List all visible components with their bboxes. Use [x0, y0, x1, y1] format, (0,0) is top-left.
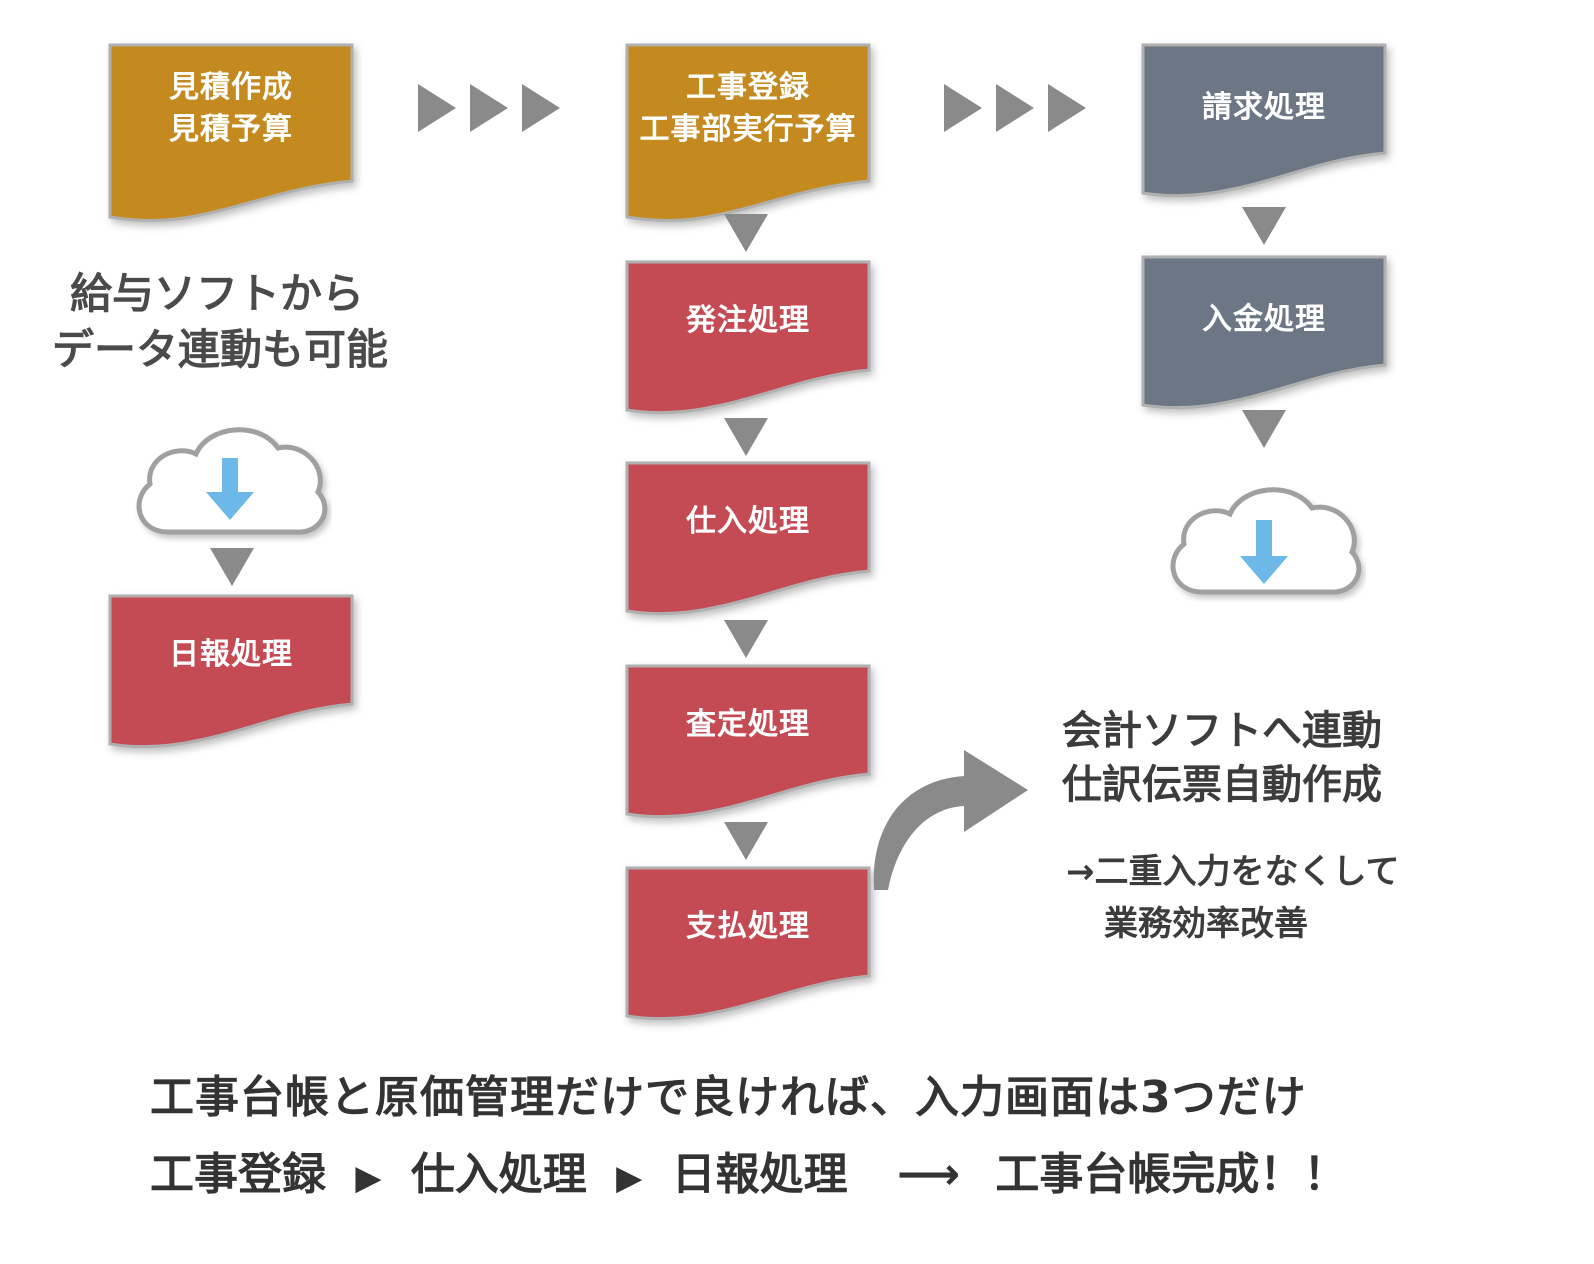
footer-step-daily: 日報処理 — [671, 1149, 848, 1200]
document-shape — [625, 43, 871, 222]
document-shape — [625, 260, 871, 415]
construction-registration-box: 工事登録 工事部実行予算 — [625, 43, 871, 225]
footer-step-purchase: 仕入処理 — [410, 1149, 587, 1200]
accounting-sub-note: →二重入力をなくして 業務効率改善 — [1066, 846, 1399, 950]
estimate-box: 見積作成 見積予算 — [108, 43, 354, 225]
registration-line-2: 工事部実行予算 — [639, 112, 857, 147]
accounting-sub-line-2: 業務効率改善 — [1104, 904, 1308, 944]
accounting-note: 会計ソフトへ連動 仕訳伝票自動作成 — [1062, 704, 1382, 812]
order-label: 発注処理 — [686, 303, 810, 338]
purchase-box: 仕入処理 — [625, 461, 871, 618]
cloud-download-icon — [1170, 487, 1362, 595]
chevron-right-icon — [418, 84, 560, 132]
purchase-label: 仕入処理 — [686, 504, 810, 539]
assessment-label: 査定処理 — [686, 707, 810, 742]
footer-line-1: 工事台帳と原価管理だけで良ければ、入力画面は3つだけ — [150, 1072, 1307, 1123]
triangle-down-icon — [724, 822, 768, 860]
footer-arrow-1: ▶ — [355, 1158, 382, 1198]
footer-line-2: 工事登録 ▶ 仕入処理 ▶ 日報処理 ⟶ 工事台帳完成！！ — [150, 1146, 1347, 1207]
triangle-down-icon — [1242, 410, 1286, 448]
billing-box: 請求処理 — [1141, 43, 1387, 205]
estimate-line-1: 見積作成 — [169, 70, 293, 105]
document-shape — [108, 43, 354, 222]
document-shape — [1141, 43, 1387, 198]
cloud-download-icon — [136, 427, 328, 535]
footer-step-registration: 工事登録 — [150, 1149, 326, 1200]
document-shape — [625, 461, 871, 616]
payment-received-box: 入金処理 — [1141, 255, 1387, 417]
payroll-note-line-1: 給与ソフトから — [70, 269, 365, 318]
curved-arrow-icon — [873, 750, 1028, 890]
daily-report-label: 日報処理 — [169, 637, 293, 672]
billing-label: 請求処理 — [1202, 90, 1326, 125]
payment-received-label: 入金処理 — [1202, 302, 1326, 337]
triangle-down-icon — [210, 548, 254, 586]
document-shape — [625, 664, 871, 819]
document-shape — [1141, 255, 1387, 410]
payroll-note: 給与ソフトから データ連動も可能 — [52, 266, 388, 378]
chevron-right-icon — [944, 84, 1086, 132]
estimate-line-2: 見積予算 — [169, 112, 293, 147]
payment-box: 支払処理 — [625, 866, 871, 1023]
footer-long-arrow: ⟶ — [896, 1149, 961, 1200]
triangle-down-icon — [724, 418, 768, 456]
triangle-down-icon — [1242, 207, 1286, 245]
accounting-note-line-1: 会計ソフトへ連動 — [1062, 708, 1382, 754]
accounting-note-line-2: 仕訳伝票自動作成 — [1062, 762, 1382, 808]
document-shape — [108, 594, 354, 749]
payroll-note-line-2: データ連動も可能 — [52, 325, 389, 374]
triangle-down-icon — [724, 214, 768, 252]
accounting-sub-line-1: →二重入力をなくして — [1066, 852, 1400, 892]
daily-report-box: 日報処理 — [108, 594, 354, 751]
registration-line-1: 工事登録 — [686, 70, 810, 105]
payment-label: 支払処理 — [686, 909, 810, 944]
order-box: 発注処理 — [625, 260, 871, 417]
footer-result: 工事台帳完成！！ — [995, 1149, 1348, 1200]
assessment-box: 査定処理 — [625, 664, 871, 821]
triangle-down-icon — [724, 620, 768, 658]
footer-arrow-2: ▶ — [616, 1158, 643, 1198]
document-shape — [625, 866, 871, 1021]
